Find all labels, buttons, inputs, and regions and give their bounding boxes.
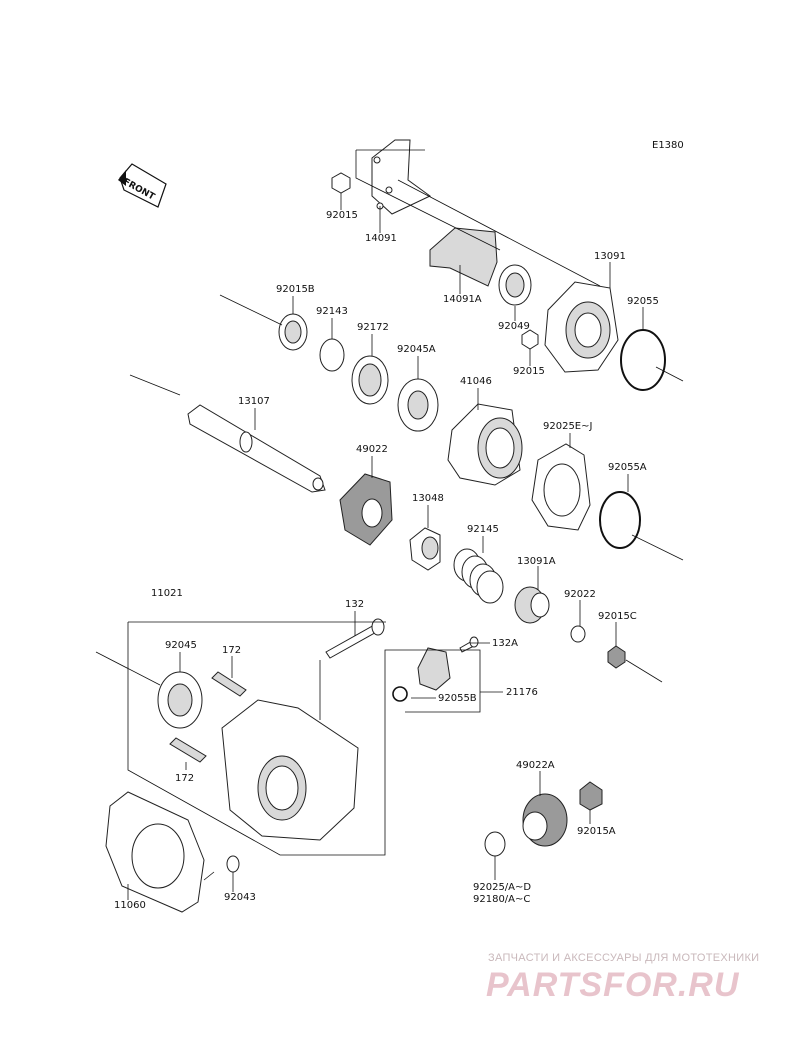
part-label: 92143 (316, 306, 348, 317)
part-label: 172 (175, 773, 195, 784)
collar-part (319, 338, 345, 372)
part-label: 92022 (564, 589, 596, 600)
part-label: 92045 (165, 640, 197, 651)
o-ring-part (620, 329, 666, 391)
part-label: 92055B (438, 693, 477, 704)
nut-part (607, 645, 626, 669)
part-label: 92015 (513, 366, 545, 377)
part-label: 13048 (412, 493, 444, 504)
part-label: 92015C (598, 611, 637, 622)
part-label: 14091 (365, 233, 397, 244)
leader-lines (95, 149, 684, 900)
part-label: 13091A (517, 556, 556, 567)
part-label: 92015 (326, 210, 358, 221)
part-label: 92025E~J (543, 421, 593, 432)
ring-part (358, 363, 382, 397)
gasket-part (543, 463, 581, 517)
part-label: 132 (345, 599, 365, 610)
part-label: 49022A (516, 760, 555, 771)
gear-case-part (221, 699, 359, 841)
part-label: 92015B (276, 284, 315, 295)
part-label: 41046 (460, 376, 492, 387)
bolt-part (325, 618, 385, 659)
oil-seal-part (505, 272, 525, 298)
part-label: 132A (492, 638, 518, 649)
part-label: 92049 (498, 321, 530, 332)
bracket-part (371, 139, 498, 287)
part-label: 13091 (594, 251, 626, 262)
part-label: 92045A (397, 344, 436, 355)
part-label: 13107 (238, 396, 270, 407)
part-label: 172 (222, 645, 242, 656)
spring-part (453, 548, 504, 604)
stud-part (211, 671, 247, 697)
coupling-part (421, 536, 439, 560)
bearing-part (167, 683, 193, 717)
seal-part (284, 320, 302, 344)
watermark-tagline: ЗАПЧАСТИ И АКСЕССУАРЫ ДЛЯ МОТОТЕХНИКИ (488, 952, 760, 964)
washer-part (484, 831, 506, 857)
part-label: 14091A (443, 294, 482, 305)
diagram-code: E1380 (652, 140, 684, 151)
part-label: 11021 (151, 588, 183, 599)
part-label: 11060 (114, 900, 146, 911)
o-ring-part (392, 686, 408, 702)
part-label: 92043 (224, 892, 256, 903)
part-label: 92145 (467, 524, 499, 535)
part-label: 92180/A~C (473, 894, 531, 905)
housing-cover-part (574, 312, 602, 348)
nut-part (331, 172, 351, 194)
washer-part (570, 625, 586, 643)
part-label: 92055A (608, 462, 647, 473)
bevel-gear-part (339, 473, 393, 546)
sensor-part (417, 647, 451, 691)
nut-part (521, 329, 539, 350)
o-ring-part (599, 491, 641, 549)
part-label: 49022 (356, 444, 388, 455)
part-label: 92172 (357, 322, 389, 333)
nut-part (579, 781, 603, 811)
bearing-housing-part (485, 427, 515, 469)
part-label: 92015A (577, 826, 616, 837)
gear-part (522, 793, 568, 847)
cap-part (530, 592, 550, 618)
part-label: 92055 (627, 296, 659, 307)
part-label: 92025/A~D (473, 882, 532, 893)
stud-part (169, 737, 207, 763)
shaft-part (187, 404, 326, 493)
watermark-brand: PARTSFOR.RU (486, 966, 740, 1004)
dowel-pin-part (226, 855, 240, 873)
part-label: 21176 (506, 687, 538, 698)
bearing-part (407, 390, 429, 420)
case-gasket-part (105, 791, 205, 913)
front-arrow-icon (118, 163, 167, 208)
